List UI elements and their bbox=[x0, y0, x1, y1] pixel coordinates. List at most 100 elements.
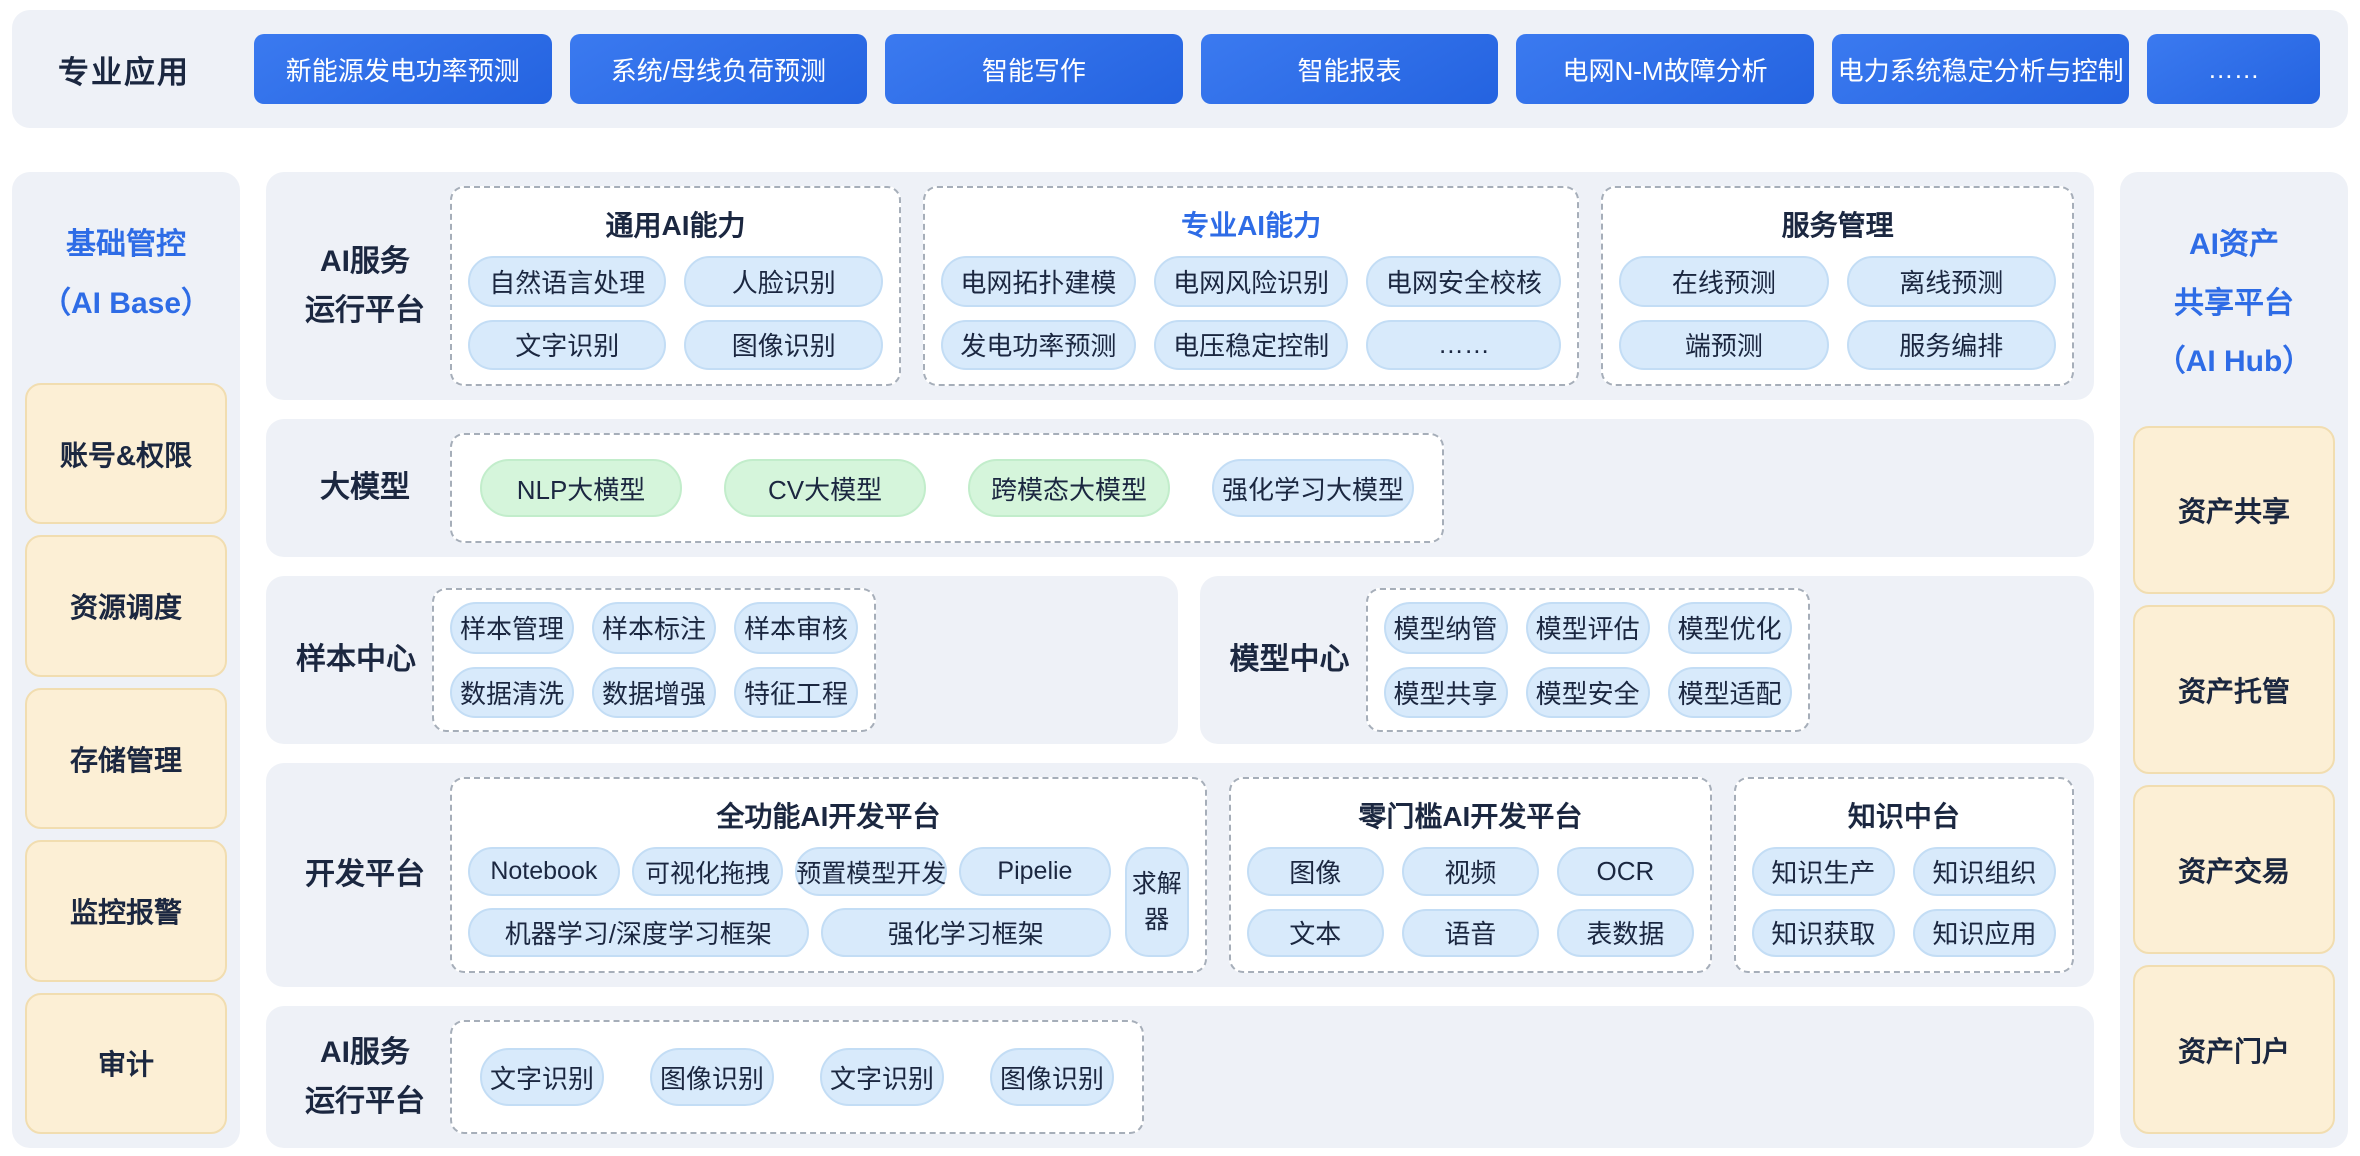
group-ai-service-bottom: 文字识别 图像识别 文字识别 图像识别 bbox=[450, 1020, 1145, 1134]
row-label-ai-service-bottom: AI服务 运行平台 bbox=[286, 1020, 444, 1134]
pill-grid-topology-modeling: 电网拓扑建模 bbox=[940, 256, 1136, 307]
large-models-groups: NLP大横型 CV大模型 跨模态大模型 强化学习大模型 bbox=[450, 433, 2074, 543]
pill-model-optimization: 模型优化 bbox=[1667, 602, 1792, 654]
pill-knowledge-production: 知识生产 bbox=[1751, 847, 1895, 896]
row-label-line1: AI服务 bbox=[320, 1035, 410, 1069]
pill-preset-model-dev: 预置模型开发 bbox=[795, 847, 948, 896]
side-item-asset-trading: 资产交易 bbox=[2133, 785, 2335, 955]
row-sample-and-model-centers: 样本中心 样本管理 样本标注 样本审核 数据清洗 数据增强 特征工程 bbox=[266, 576, 2094, 744]
pill-visual-drag-drop: 可视化拖拽 bbox=[631, 847, 784, 896]
row-large-models: 大模型 NLP大横型 CV大模型 跨模态大模型 强化学习大模型 bbox=[266, 419, 2094, 557]
row-label-line1: 样本中心 bbox=[296, 643, 416, 677]
pill-online-prediction: 在线预测 bbox=[1619, 256, 1829, 307]
group-zero-threshold-ai-dev: 零门槛AI开发平台 图像 视频 OCR 文本 语音 表数据 bbox=[1228, 777, 1712, 973]
ai-hub-title-line2: 共享平台 bbox=[2174, 286, 2294, 320]
pill-text: 文本 bbox=[1246, 908, 1384, 957]
service-management-pills: 在线预测 离线预测 端预测 服务编排 bbox=[1619, 256, 2056, 370]
pill-notebook: Notebook bbox=[468, 847, 620, 896]
full-ai-dev-grid: Notebook 可视化拖拽 预置模型开发 Pipelie 机器学习/深度学习框… bbox=[468, 847, 1111, 957]
group-sample-center: 样本管理 样本标注 样本审核 数据清洗 数据增强 特征工程 bbox=[432, 588, 877, 732]
pill-image-recognition-2: 图像识别 bbox=[990, 1048, 1115, 1106]
dev-platform-groups: 全功能AI开发平台 Notebook 可视化拖拽 预置模型开发 Pipelie bbox=[450, 777, 2074, 973]
sample-center-pills: 样本管理 样本标注 样本审核 数据清洗 数据增强 特征工程 bbox=[450, 602, 859, 718]
side-item-resource-scheduling: 资源调度 bbox=[25, 535, 227, 677]
ai-base-title-line1: 基础管控 bbox=[66, 228, 186, 261]
side-item-account-permission: 账号&权限 bbox=[25, 383, 227, 525]
row-ai-service-platform-bottom: AI服务 运行平台 文字识别 图像识别 文字识别 图像识别 bbox=[266, 1006, 2094, 1148]
app-button-smart-writing: 智能写作 bbox=[885, 34, 1183, 104]
group-large-models: NLP大横型 CV大模型 跨模态大模型 强化学习大模型 bbox=[450, 433, 1445, 543]
pill-voltage-stability-control: 电压稳定控制 bbox=[1153, 319, 1349, 370]
professional-apps-label: 专业应用 bbox=[58, 54, 190, 90]
model-center-groups: 模型纳管 模型评估 模型优化 模型共享 模型安全 模型适配 bbox=[1365, 588, 2074, 732]
pill-sample-annotation: 样本标注 bbox=[592, 602, 717, 654]
pill-feature-engineering: 特征工程 bbox=[734, 666, 859, 718]
pill-cv-large-model: CV大模型 bbox=[724, 459, 927, 517]
pill-data-cleaning: 数据清洗 bbox=[450, 666, 575, 718]
pill-service-orchestration: 服务编排 bbox=[1846, 319, 2056, 370]
side-item-audit: 审计 bbox=[25, 992, 227, 1135]
full-ai-dev-row1: Notebook 可视化拖拽 预置模型开发 Pipelie bbox=[468, 847, 1111, 896]
panel-model-center: 模型中心 模型纳管 模型评估 模型优化 模型共享 模型安全 模型适配 bbox=[1199, 576, 2094, 744]
side-item-storage-management: 存储管理 bbox=[25, 687, 227, 830]
group-service-management: 服务管理 在线预测 离线预测 端预测 服务编排 bbox=[1601, 186, 2074, 386]
pill-model-security: 模型安全 bbox=[1525, 666, 1650, 718]
full-ai-dev-content: Notebook 可视化拖拽 预置模型开发 Pipelie 机器学习/深度学习框… bbox=[468, 847, 1189, 957]
app-button-row: 新能源发电功率预测 系统/母线负荷预测 智能写作 智能报表 电网N-M故障分析 … bbox=[254, 34, 2320, 104]
row-label-dev-platform: 开发平台 bbox=[286, 777, 444, 973]
professional-apps-bar: 专业应用 新能源发电功率预测 系统/母线负荷预测 智能写作 智能报表 电网N-M… bbox=[12, 10, 2348, 128]
pill-grid-risk-identification: 电网风险识别 bbox=[1153, 256, 1349, 307]
row-label-sample-center: 样本中心 bbox=[286, 588, 426, 732]
pill-image-recognition: 图像识别 bbox=[684, 319, 883, 370]
app-button-more-ellipsis: …… bbox=[2147, 34, 2320, 104]
large-model-pills: NLP大横型 CV大模型 跨模态大模型 强化学习大模型 bbox=[468, 459, 1426, 517]
pill-model-evaluation: 模型评估 bbox=[1525, 602, 1650, 654]
row-label-line1: 模型中心 bbox=[1229, 643, 1350, 677]
pill-sample-review: 样本审核 bbox=[734, 602, 859, 654]
group-title-general-ai: 通用AI能力 bbox=[605, 210, 746, 241]
zero-threshold-pills: 图像 视频 OCR 文本 语音 表数据 bbox=[1246, 847, 1694, 957]
pill-model-sharing: 模型共享 bbox=[1383, 666, 1508, 718]
pill-text-recognition-2: 文字识别 bbox=[820, 1048, 945, 1106]
row-label-large-models: 大模型 bbox=[286, 433, 444, 543]
pill-data-augmentation: 数据增强 bbox=[592, 666, 717, 718]
pill-text-recognition: 文字识别 bbox=[468, 319, 667, 370]
pill-image-recognition-1: 图像识别 bbox=[650, 1048, 775, 1106]
ai-hub-items: 资产共享 资产托管 资产交易 资产门户 bbox=[2133, 425, 2335, 1134]
model-center-pills: 模型纳管 模型评估 模型优化 模型共享 模型安全 模型适配 bbox=[1383, 602, 1792, 718]
app-button-new-energy-power-forecast: 新能源发电功率预测 bbox=[254, 34, 552, 104]
pill-rl-large-model: 强化学习大模型 bbox=[1212, 459, 1415, 517]
pill-nlp-processing: 自然语言处理 bbox=[468, 256, 667, 307]
pill-rl-framework: 强化学习框架 bbox=[820, 908, 1111, 957]
pill-multimodal-large-model: 跨模态大模型 bbox=[968, 459, 1171, 517]
pill-image: 图像 bbox=[1246, 847, 1384, 896]
group-full-ai-dev-platform: 全功能AI开发平台 Notebook 可视化拖拽 预置模型开发 Pipelie bbox=[450, 777, 1207, 973]
app-button-system-bus-load-forecast: 系统/母线负荷预测 bbox=[569, 34, 868, 104]
group-model-center: 模型纳管 模型评估 模型优化 模型共享 模型安全 模型适配 bbox=[1365, 588, 1810, 732]
pill-ml-dl-framework: 机器学习/深度学习框架 bbox=[468, 908, 809, 957]
pill-pipeline: Pipelie bbox=[959, 847, 1111, 896]
group-title-full-ai-dev: 全功能AI开发平台 bbox=[716, 801, 941, 832]
panel-sample-center: 样本中心 样本管理 样本标注 样本审核 数据清洗 数据增强 特征工程 bbox=[266, 576, 1178, 744]
app-button-smart-report: 智能报表 bbox=[1200, 34, 1499, 104]
row-label-line2: 运行平台 bbox=[305, 294, 425, 327]
pill-edge-prediction: 端预测 bbox=[1619, 319, 1829, 370]
pill-model-adaptation: 模型适配 bbox=[1667, 666, 1792, 718]
ai-hub-title-line1: AI资产 bbox=[2189, 228, 2279, 261]
row-dev-platform: 开发平台 全功能AI开发平台 Notebook 可视化拖拽 预置模型开发 Pip… bbox=[266, 763, 2094, 987]
pill-knowledge-application: 知识应用 bbox=[1912, 908, 2056, 957]
general-ai-pills: 自然语言处理 人脸识别 文字识别 图像识别 bbox=[468, 256, 883, 370]
pill-offline-prediction: 离线预测 bbox=[1846, 256, 2056, 307]
ai-base-items: 账号&权限 资源调度 存储管理 监控报警 审计 bbox=[25, 383, 227, 1135]
ai-base-title: 基础管控 （AI Base） bbox=[25, 216, 227, 333]
pill-professional-more: …… bbox=[1366, 319, 1562, 370]
full-ai-dev-row2: 机器学习/深度学习框架 强化学习框架 bbox=[468, 908, 1111, 957]
side-item-asset-hosting: 资产托管 bbox=[2133, 605, 2335, 775]
group-title-professional-ai: 专业AI能力 bbox=[1181, 210, 1322, 241]
ai-service-groups: 通用AI能力 自然语言处理 人脸识别 文字识别 图像识别 专业AI能力 电网拓扑… bbox=[450, 186, 2074, 386]
row-label-line1: 大模型 bbox=[320, 471, 410, 505]
left-sidebar-ai-base: 基础管控 （AI Base） 账号&权限 资源调度 存储管理 监控报警 审计 bbox=[12, 172, 240, 1148]
pill-text-recognition-1: 文字识别 bbox=[480, 1048, 605, 1106]
pill-model-management: 模型纳管 bbox=[1383, 602, 1508, 654]
pill-table-data: 表数据 bbox=[1556, 908, 1694, 957]
